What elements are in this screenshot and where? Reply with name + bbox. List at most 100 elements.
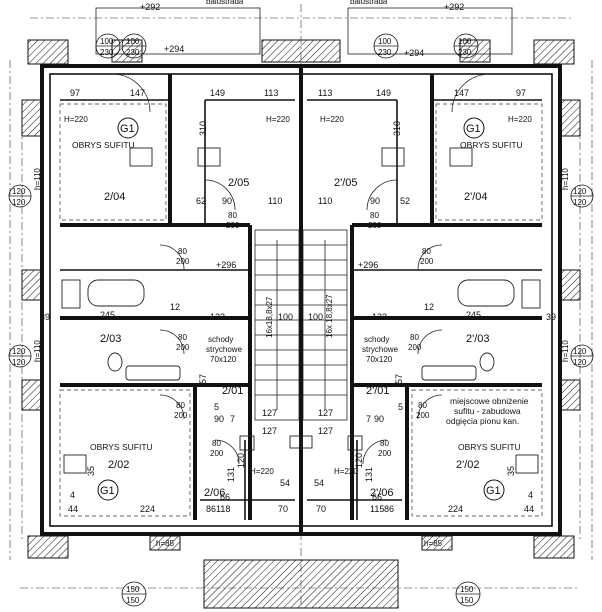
dim-122b: 122	[372, 312, 387, 322]
dim-147: 147	[130, 88, 145, 98]
dim-200g: 200	[174, 411, 188, 420]
g1-label-a: G1	[120, 123, 135, 135]
dim-80b: 80	[370, 211, 379, 220]
dim-80i: 80	[212, 439, 221, 448]
dim-70a: 70	[278, 504, 288, 514]
dim-97b: 97	[516, 88, 526, 98]
interior-walls-left	[60, 74, 295, 520]
dim-70b: 70	[316, 504, 326, 514]
dim-149b: 149	[376, 88, 391, 98]
dim-200c: 200	[176, 257, 190, 266]
stair-spec-left: 16x18,8x27	[265, 296, 274, 338]
dim-200b: 200	[368, 221, 382, 230]
room-2-03: 2/03	[100, 333, 121, 345]
dim-80c: 80	[178, 247, 187, 256]
room-2-02: 2/02	[108, 459, 129, 471]
attic-stairs-left-3: 70x120	[210, 355, 237, 364]
balustrade-left-label: balustrada	[206, 0, 244, 6]
dim-127a: 127	[262, 408, 277, 418]
level-top-left: +292	[140, 2, 160, 12]
dim-h110a: h=110	[33, 168, 42, 190]
dim-110a: 110	[268, 196, 282, 206]
win-sr-mid2: 120	[573, 358, 587, 367]
attic-stairs-left-2: strychowe	[206, 345, 243, 354]
room-2-05: 2/05	[228, 177, 249, 189]
dim-44b: 44	[524, 504, 534, 514]
dim-h110d: h=110	[561, 340, 570, 362]
win-bl: 150	[126, 585, 140, 594]
dim-100a: 100	[278, 312, 293, 322]
attic-stairs-right-3: 70x120	[366, 355, 393, 364]
annotations: OBRYS SUFITU OBRYS SUFITU OBRYS SUFITU O…	[72, 44, 529, 452]
dim-39a: 39	[40, 312, 50, 322]
dim-39b: 39	[546, 312, 556, 322]
win-tr-b: 100	[458, 37, 472, 46]
dim-54b: 54	[314, 478, 324, 488]
dim-149a: 149	[210, 88, 225, 98]
win-sl-top: 120	[12, 187, 26, 196]
dim-86a: 86	[206, 504, 216, 514]
dim-200e: 200	[176, 343, 190, 352]
dim-120a: 120	[236, 453, 246, 468]
dim-224a: 224	[140, 504, 155, 514]
dim-122a: 122	[210, 312, 225, 322]
dim-h220b: H=220	[266, 115, 290, 124]
dim-127b: 127	[318, 408, 333, 418]
dim-h110c: h=110	[33, 340, 42, 362]
dim-52: 52	[400, 196, 410, 206]
room-2-06: 2/06	[204, 487, 225, 499]
dim-115: 115	[370, 504, 384, 514]
room-2-04: 2/04	[104, 191, 125, 203]
dim-7a: 7	[230, 414, 235, 424]
level-upper-right: +294	[404, 48, 424, 58]
win-br2: 150	[460, 596, 474, 605]
level-stair-right: +296	[358, 260, 378, 270]
ceiling-outlines	[59, 103, 543, 517]
g1-markers: G1 G1 G1 G1	[97, 117, 505, 501]
win-sl-mid2: 120	[12, 358, 26, 367]
stair-spec-right: 16x 18,8x27	[325, 294, 334, 338]
dim-127c: 127	[262, 426, 277, 436]
dim-110b: 110	[318, 196, 332, 206]
dim-97: 97	[70, 88, 80, 98]
dim-113b: 113	[318, 88, 332, 98]
win-tl-a2: 230	[126, 48, 140, 57]
dim-90c: 90	[214, 414, 224, 424]
dim-h220a: H=220	[64, 115, 88, 124]
dim-80e: 80	[178, 333, 187, 342]
dim-62: 62	[196, 196, 206, 206]
door-swings	[111, 73, 491, 465]
dim-80d: 80	[422, 247, 431, 256]
dim-245a: 245	[100, 310, 115, 320]
win-sr-top2: 120	[573, 198, 587, 207]
room-2p-02: 2'/02	[456, 459, 480, 471]
dim-h220d: H=220	[508, 115, 532, 124]
dim-h85a: h=85	[156, 539, 175, 548]
dim-80a: 80	[228, 211, 237, 220]
dim-12a: 12	[170, 302, 180, 312]
outer-walls	[21, 39, 581, 559]
staircase-right	[302, 229, 348, 421]
dim-118: 118	[216, 504, 230, 514]
balconies: balustrada balustrada +292 +292	[95, 0, 513, 55]
room-2p-06: 2'/06	[370, 487, 394, 499]
ceiling-label-1: OBRYS SUFITU	[72, 140, 135, 150]
win-tr-a2: 230	[378, 48, 392, 57]
room-2p-04: 2'/04	[464, 191, 488, 203]
dim-100b: 100	[308, 312, 323, 322]
dim-120b: 120	[354, 453, 364, 468]
win-tr-b2: 230	[458, 48, 472, 57]
dim-35a: 35	[86, 466, 96, 476]
ceiling-label-3: OBRYS SUFITU	[90, 442, 153, 452]
room-2p-05: 2'/05	[334, 177, 358, 189]
dim-200f: 200	[408, 343, 422, 352]
room-labels: 2/04 2/05 2/03 2/01 2/02 2/06 2'/04 2'/0…	[100, 177, 490, 499]
dim-66b: 66	[372, 492, 382, 502]
dim-131b: 131	[364, 467, 374, 482]
dim-12b: 12	[424, 302, 434, 312]
note-line-3: odgięcia pionu kan.	[446, 416, 519, 426]
dim-5b: 5	[398, 402, 403, 412]
win-tl-b2: 230	[100, 48, 114, 57]
interior-walls-right	[307, 74, 542, 520]
